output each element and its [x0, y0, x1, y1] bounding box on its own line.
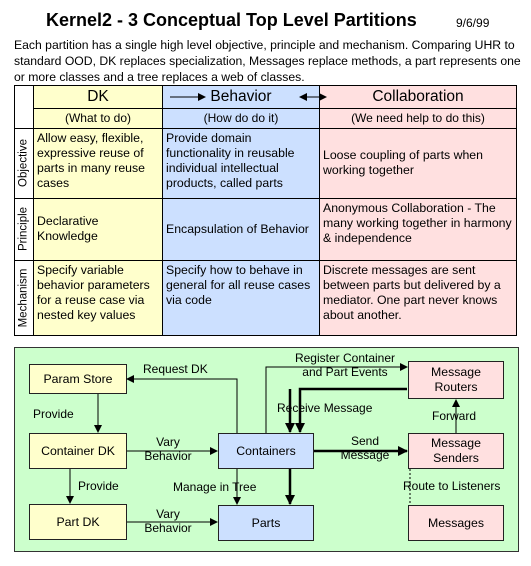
col-sub-dk: (What to do) [33, 107, 163, 129]
col-header-behavior: Behavior [162, 85, 320, 109]
row-label-principle: Principle [17, 207, 30, 252]
table-row: Principle Declarative Knowledge Encapsul… [14, 197, 517, 261]
forward-label: Forward [432, 409, 477, 423]
provide-label-2: Provide [78, 479, 119, 493]
cell-principle-dk: Declarative Knowledge [33, 197, 163, 261]
cell-objective-collaboration: Loose coupling of parts when working tog… [319, 127, 517, 199]
containers-box: Containers [218, 433, 314, 469]
row-label-cell: Mechanism [14, 259, 34, 337]
cell-principle-behavior: Encapsulation of Behavior [162, 197, 320, 261]
parts-box: Parts [218, 505, 314, 541]
route-to-listeners-label: Route to Listeners [403, 479, 501, 493]
part-dk-box: Part DK [29, 504, 127, 540]
row-label-cell: Principle [14, 197, 34, 261]
container-dk-box: Container DK [29, 433, 127, 469]
table-subheader-row: (What to do) (How do do it) (We need hel… [14, 107, 517, 129]
col-header-dk: DK [33, 85, 163, 109]
cell-objective-dk: Allow easy, flexible, expressive reuse o… [33, 127, 163, 199]
col-sub-behavior: (How do do it) [162, 107, 320, 129]
receive-message-label: Receive Message [277, 401, 373, 415]
messages-box: Messages [408, 505, 504, 541]
cell-mechanism-behavior: Specify how to behave in general for all… [162, 259, 320, 337]
row-label-mechanism: Mechanism [17, 268, 30, 328]
manage-in-tree-label: Manage in Tree [173, 480, 257, 494]
table-corner-lower [14, 108, 34, 129]
row-label-cell: Objective [14, 127, 34, 199]
col-header-collaboration: Collaboration [319, 85, 517, 109]
vary-behavior-label-2: Vary Behavior [144, 507, 192, 535]
table-header-row: DK Behavior Collaboration [14, 85, 517, 109]
table-corner [14, 85, 34, 109]
date-label: 9/6/99 [456, 16, 490, 30]
register-events-label: Register Container and Part Events [294, 351, 396, 379]
cell-principle-collaboration: Anonymous Collaboration - The many worki… [319, 197, 517, 261]
provide-label-1: Provide [33, 407, 74, 421]
intro-text: Each partition has a single high level o… [14, 38, 521, 84]
param-store-box: Param Store [29, 364, 127, 394]
cell-mechanism-dk: Specify variable behavior parameters for… [33, 259, 163, 337]
page-title: Kernel2 - 3 Conceptual Top Level Partiti… [46, 10, 417, 30]
table-row: Mechanism Specify variable behavior para… [14, 259, 517, 337]
row-label-objective: Objective [17, 139, 30, 188]
vary-behavior-label-1: Vary Behavior [144, 435, 192, 463]
message-routers-box: Message Routers [408, 361, 504, 399]
partition-table: DK Behavior Collaboration (What to do) (… [14, 85, 517, 337]
message-senders-box: Message Senders [408, 433, 504, 469]
send-message-label: Send Message [340, 434, 390, 462]
cell-objective-behavior: Provide domain functionality in reusable… [162, 127, 320, 199]
col-sub-collaboration: (We need help to do this) [319, 107, 517, 129]
table-row: Objective Allow easy, flexible, expressi… [14, 127, 517, 199]
request-dk-label: Request DK [143, 362, 208, 376]
cell-mechanism-collaboration: Discrete messages are sent between parts… [319, 259, 517, 337]
